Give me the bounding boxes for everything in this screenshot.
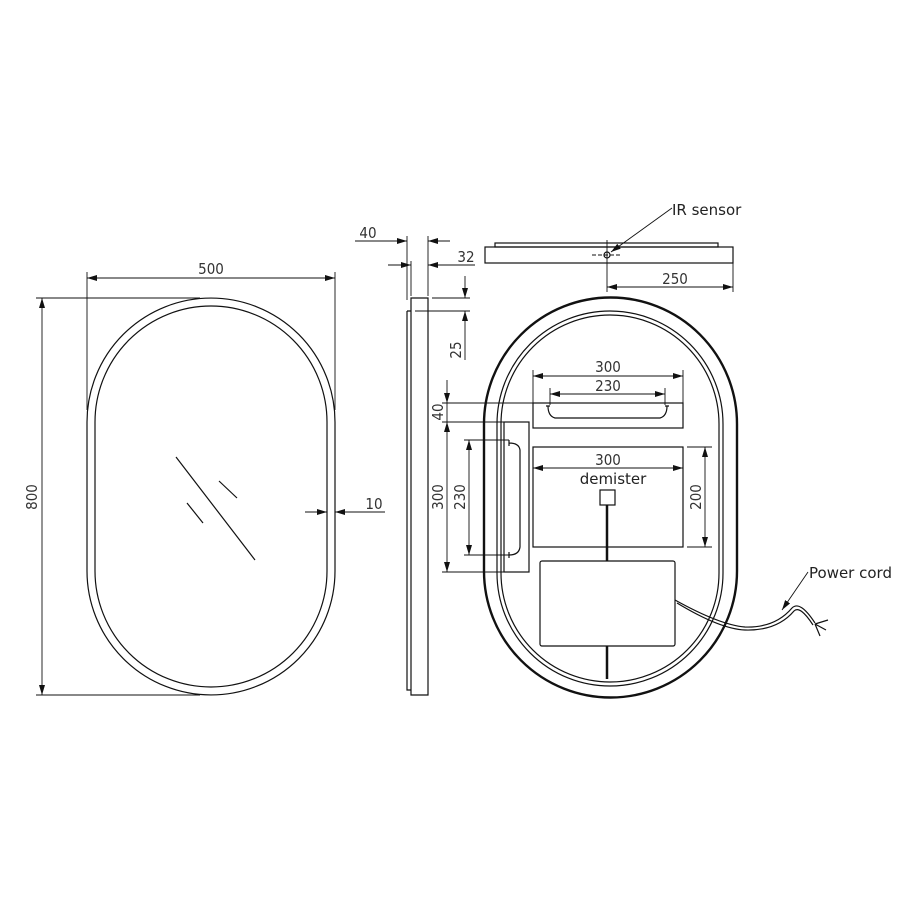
side-bracket — [442, 380, 533, 573]
width-label: 500 — [198, 260, 224, 278]
plug-icon — [814, 619, 829, 637]
back-view: 300 230 40 300 230 300 demister 200 Powe… — [429, 296, 892, 699]
demister-label: demister — [580, 470, 647, 488]
ir-sensor-label: IR sensor — [672, 201, 742, 219]
demister-connector-icon — [599, 489, 616, 506]
width-dimension — [86, 272, 336, 410]
top-view: IR sensor 250 — [484, 201, 742, 292]
glass-reflection — [175, 456, 256, 561]
frame-label: 10 — [365, 495, 382, 513]
side-profile — [410, 297, 429, 696]
power-cord — [674, 571, 829, 637]
mirror-outline-outer — [86, 297, 336, 696]
front-view: 500 800 10 — [23, 260, 385, 696]
demister-height-label: 200 — [687, 484, 705, 510]
mirror-outline-inner — [94, 305, 328, 688]
depth-frame-label: 32 — [457, 248, 474, 266]
depth-dimensions — [355, 236, 475, 360]
side-bracket-hole-spacing-label: 230 — [451, 484, 469, 510]
top-bracket-width-label: 300 — [595, 358, 621, 376]
side-view: 40 32 25 — [355, 224, 475, 696]
height-label: 800 — [23, 484, 41, 510]
power-cord-label: Power cord — [809, 564, 892, 582]
demister-pad — [532, 446, 712, 561]
sensor-offset-label: 250 — [662, 270, 688, 288]
top-bracket — [532, 370, 684, 429]
side-bracket-length-label: 300 — [429, 484, 447, 510]
height-dimension — [36, 297, 200, 696]
offset-label: 25 — [447, 341, 465, 358]
driver-box — [539, 560, 676, 647]
depth-total-label: 40 — [359, 224, 376, 242]
top-bracket-hole-spacing-label: 230 — [595, 377, 621, 395]
demister-width-label: 300 — [595, 451, 621, 469]
top-bracket-height-label: 40 — [429, 403, 447, 420]
